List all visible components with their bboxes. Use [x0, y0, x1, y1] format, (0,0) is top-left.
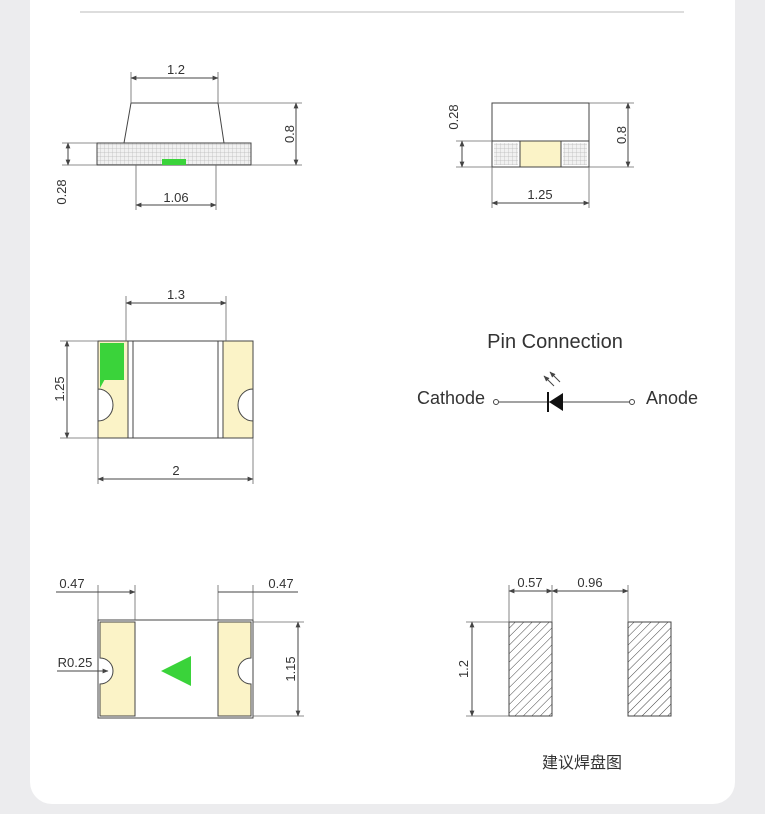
cathode-label: Cathode	[417, 388, 485, 408]
dim-side-bottom-width: 1.06	[163, 190, 188, 205]
solder-pad-layout: 0.57 0.96 1.2 建议焊盘图	[456, 575, 672, 772]
cathode-terminal	[493, 399, 499, 405]
dim-bottom-radius: R0.25	[58, 655, 93, 670]
bottom-pad-left	[99, 621, 136, 717]
pin-connection-title: Pin Connection	[487, 331, 623, 353]
top-terminal-right	[222, 340, 254, 439]
dim-end-width: 1.25	[527, 187, 552, 202]
dim-pad-width: 0.57	[517, 575, 542, 590]
end-chip	[519, 140, 562, 168]
dim-pad-height: 1.2	[456, 660, 471, 678]
pin-connection: Pin Connection Cathode Anode	[417, 331, 698, 412]
anode-label: Anode	[646, 388, 698, 408]
bottom-view: 0.47 0.47 R0.25 1.15	[56, 576, 304, 719]
dim-end-height: 0.8	[614, 126, 629, 144]
bottom-pad-right	[217, 621, 252, 717]
solder-pad-caption: 建议焊盘图	[542, 753, 622, 772]
end-lens	[491, 102, 590, 142]
green-chip-mark	[162, 159, 186, 165]
end-terminal-left	[494, 143, 518, 165]
dim-side-pad-height: 0.28	[54, 179, 69, 204]
dim-end-pad-height: 0.28	[446, 104, 461, 129]
dim-top-length: 2	[172, 463, 179, 478]
dim-bottom-height: 1.15	[283, 656, 298, 681]
anode-terminal	[629, 399, 635, 405]
end-terminal-right	[563, 143, 587, 165]
dim-side-top-width: 1.2	[167, 62, 185, 77]
side-view: 1.2 0.8 0.28 1.06	[54, 62, 302, 210]
dim-top-inner-width: 1.3	[167, 287, 185, 302]
dim-side-height: 0.8	[282, 125, 297, 143]
lens-dome	[123, 102, 225, 144]
dim-top-height: 1.25	[52, 376, 67, 401]
polarity-triangle-icon	[161, 656, 191, 686]
solder-pad-right	[627, 621, 672, 717]
dim-pad-gap: 0.96	[577, 575, 602, 590]
top-view: 1.3 1.25 2	[52, 287, 254, 484]
dim-bottom-left-pad: 0.47	[59, 576, 84, 591]
solder-pad-left	[508, 621, 553, 717]
led-symbol-icon	[549, 393, 563, 411]
end-view: 0.28 0.8 1.25	[446, 102, 634, 208]
dim-bottom-right-pad: 0.47	[268, 576, 293, 591]
